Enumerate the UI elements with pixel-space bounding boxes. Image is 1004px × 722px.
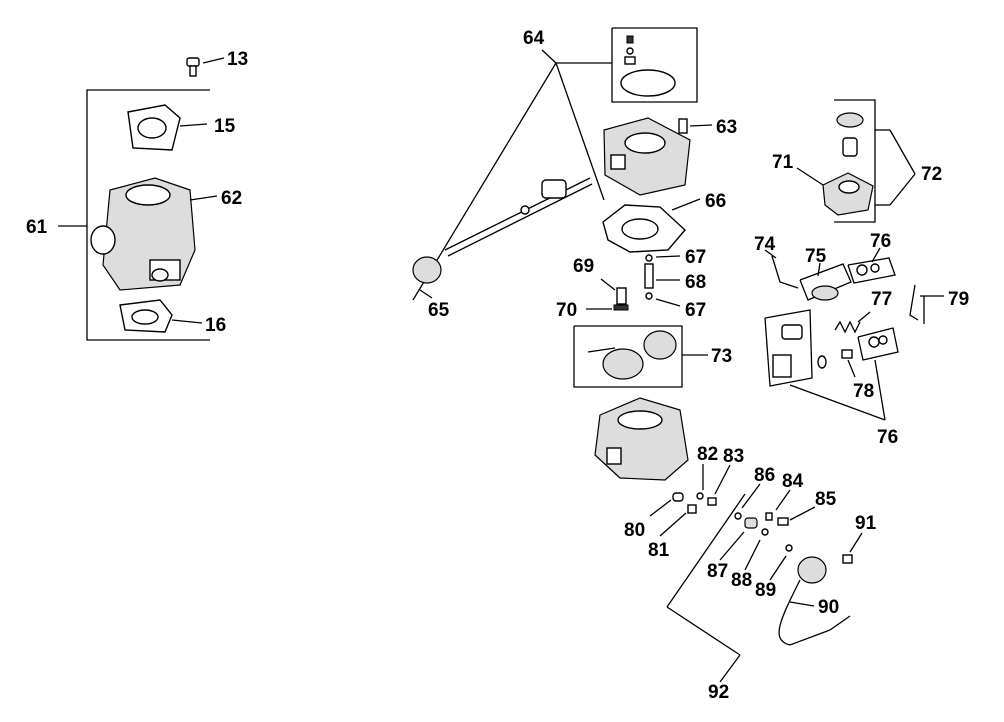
callout-81: 81 [648,540,670,561]
part-71-cover [796,167,874,216]
callout-61: 61 [26,217,48,238]
callout-76a: 76 [870,231,891,252]
part-13-screw [186,57,225,77]
part-77-spring [834,311,871,334]
callout-82: 82 [697,444,718,465]
part-67-68-pins [644,254,681,307]
callout-67a: 67 [685,247,706,268]
callout-86: 86 [754,465,775,486]
part-15-gasket [127,104,208,151]
callout-91: 91 [855,513,877,534]
callout-73: 73 [711,346,732,367]
callout-70: 70 [556,300,577,321]
callout-63: 63 [716,117,737,138]
upper-carburetor-body [603,117,691,196]
callout-90: 90 [818,597,839,618]
callout-84: 84 [782,471,804,492]
callout-85: 85 [815,489,837,510]
callout-15: 15 [214,116,236,137]
callout-74: 74 [754,234,776,255]
callout-67b: 67 [685,300,706,321]
callout-76b: 76 [877,427,898,448]
callout-89: 89 [755,580,776,601]
callout-75: 75 [805,246,827,267]
part-91-screw [842,532,863,564]
part-63-screw [678,118,713,134]
part-84-89-small [719,483,816,581]
callout-72: 72 [921,164,942,185]
lower-carburetor-body [594,397,689,481]
callout-92: 92 [708,682,729,703]
part-74-rod [764,249,799,289]
callout-83: 83 [723,446,744,467]
callout-87: 87 [707,561,728,582]
callout-88: 88 [731,570,752,591]
part-80-83-small [649,464,731,537]
inset-64-box [611,27,698,103]
part-72-diaphragm [836,112,864,157]
callout-71: 71 [772,152,794,173]
part-75-76-box [799,247,896,301]
callout-66: 66 [705,191,726,212]
callout-65: 65 [428,300,450,321]
callout-16: 16 [205,315,226,336]
group-92-lines [666,493,746,683]
callout-68: 68 [685,272,706,293]
part-62-carburetor [90,177,218,291]
part-66-gasket [602,198,701,253]
group-61-bracket [58,89,210,341]
callout-78: 78 [853,381,874,402]
part-69-70-needle [586,278,629,311]
part-72-bracket [834,99,916,223]
callout-77: 77 [871,289,892,310]
part-90-solenoid [778,556,851,646]
part-73-float [573,325,708,388]
part-65-shaft [412,177,593,299]
part-16-gasket [119,299,203,333]
callout-80: 80 [624,520,645,541]
callout-69: 69 [573,256,594,277]
callout-13: 13 [227,49,248,70]
callout-62: 62 [221,188,242,209]
callout-79: 79 [948,289,969,310]
part-76-78-lower-box [764,309,899,421]
part-79-rod [909,284,944,324]
callout-64: 64 [523,28,545,49]
